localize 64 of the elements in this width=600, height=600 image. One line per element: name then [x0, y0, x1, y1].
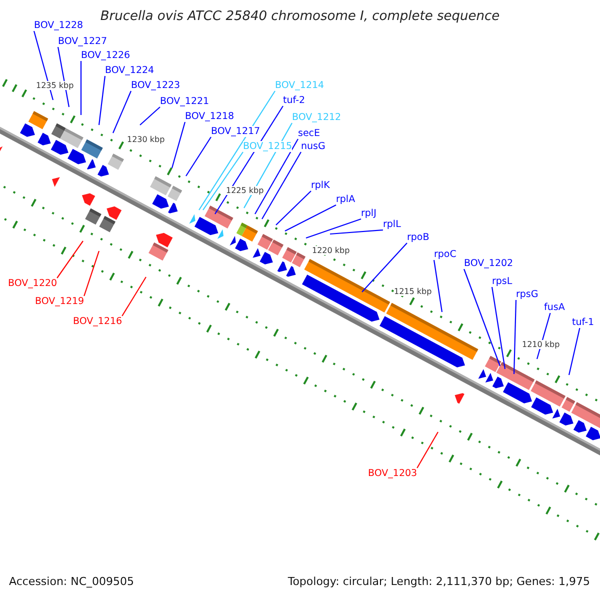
gene-label: secE	[298, 128, 320, 139]
leader-line	[33, 30, 54, 100]
leader-line	[463, 268, 501, 366]
leader-line	[202, 152, 244, 210]
gene-label: BOV_1202	[464, 258, 514, 269]
gene-label: BOV_1221	[160, 96, 210, 107]
leader-line	[276, 190, 312, 226]
gene-label: rpoB	[407, 232, 430, 243]
leader-line	[57, 46, 70, 108]
scale-label: 1210 kbp	[522, 340, 560, 349]
gene-label: BOV_1216	[73, 316, 122, 327]
gene-label: BOV_1227	[58, 36, 108, 47]
gene-label: rplK	[311, 180, 330, 191]
gene-label: BOV_1214	[275, 80, 324, 91]
footer-text: Topology: circular; Length: 2,111,370 bp; Genes: 1,975	[288, 575, 590, 588]
gene-label: BOV_1203	[368, 468, 418, 479]
gene-label: BOV_1218	[185, 111, 234, 122]
gene-label: BOV_1215	[243, 141, 292, 152]
leader-line	[112, 90, 132, 134]
leader-line	[284, 204, 336, 232]
gene-label: tuf-2	[283, 95, 306, 106]
leader-line	[98, 76, 106, 126]
gene-label: nusG	[301, 141, 326, 152]
gene-label: BOV_1212	[292, 112, 342, 123]
gene-label: tuf-1	[572, 317, 594, 328]
gene-label: BOV_1226	[81, 50, 130, 61]
leader-line	[186, 136, 212, 176]
gene-label: rplL	[383, 219, 401, 230]
leader-line	[330, 229, 384, 235]
gene-label: BOV_1228	[34, 20, 84, 31]
leader-line	[254, 138, 298, 214]
leader-line	[491, 286, 506, 370]
scale-label: 1225 kbp	[226, 186, 264, 195]
leader-line	[84, 250, 100, 296]
gene-label: BOV_1219	[35, 296, 84, 307]
gene-label: BOV_1223	[131, 80, 180, 91]
leader-line	[362, 242, 408, 292]
gene-label: rpsG	[516, 289, 538, 300]
map-title: Brucella ovis ATCC 25840 chromosome I, complete sequence	[100, 9, 500, 24]
leader-line	[513, 300, 517, 374]
scale-label: 1235 kbp	[36, 81, 74, 90]
leader-line	[416, 432, 438, 468]
leader-line	[306, 218, 362, 239]
footer-text: Accession: NC_009505	[9, 575, 134, 588]
gene-label: BOV_1224	[105, 65, 154, 76]
leader-line	[198, 90, 276, 210]
scale-label: 1215 kbp	[394, 287, 432, 296]
gene-label: BOV_1220	[8, 278, 58, 289]
leader-line	[171, 122, 186, 168]
gene-label: rplJ	[361, 208, 376, 219]
gene-label: rpoC	[434, 249, 456, 260]
scale-label: 1220 kbp	[312, 246, 350, 255]
gene-label: fusA	[544, 302, 565, 313]
leader-line	[122, 276, 146, 316]
leader-line	[80, 61, 82, 115]
gene-label: rplA	[336, 194, 356, 205]
leader-line	[56, 240, 84, 278]
leader-line	[433, 260, 443, 312]
leader-line	[140, 106, 160, 126]
leader-line	[262, 152, 302, 220]
gene-label: BOV_1217	[211, 126, 260, 137]
gene-label: rpsL	[492, 276, 512, 287]
scale-label: 1230 kbp	[127, 135, 165, 144]
leader-line	[568, 328, 580, 376]
